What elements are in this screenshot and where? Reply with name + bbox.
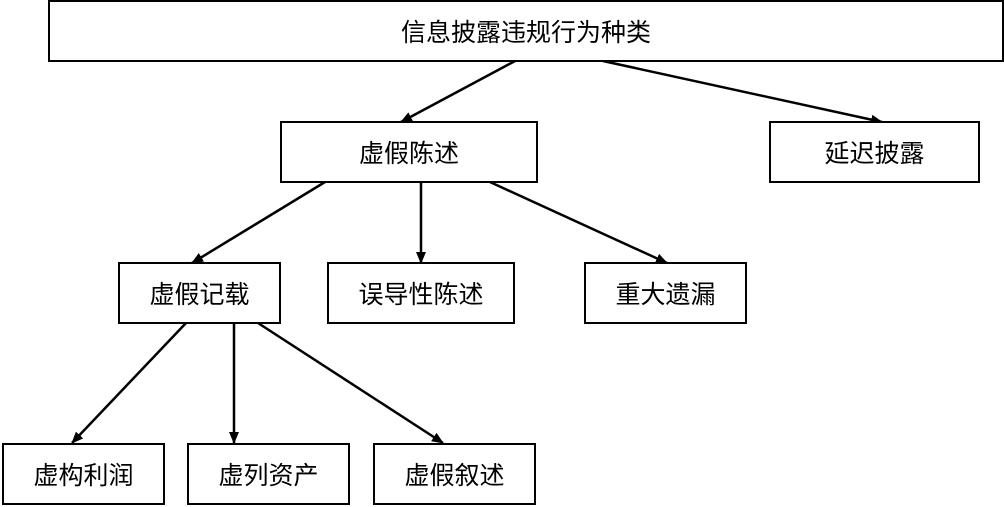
node-misleading-statement: 误导性陈述 bbox=[327, 262, 515, 324]
node-false-statement: 虚假陈述 bbox=[280, 121, 538, 183]
node-false-record: 虚假记载 bbox=[118, 262, 281, 324]
arrow-root-to-false-statement bbox=[400, 59, 516, 124]
arrow-root-to-delayed-disclosure bbox=[602, 59, 883, 125]
root-node: 信息披露违规行为种类 bbox=[48, 0, 1004, 62]
arrow-false-record-to-false-narrative bbox=[257, 321, 444, 445]
arrow-false-statement-to-major-omission bbox=[489, 180, 668, 265]
node-false-narrative: 虚假叙述 bbox=[373, 443, 536, 505]
arrow-false-record-to-fictitious-profit bbox=[71, 322, 187, 444]
arrow-false-statement-to-false-record bbox=[191, 180, 326, 265]
node-delayed-disclosure: 延迟披露 bbox=[769, 121, 980, 183]
node-fictitious-profit: 虚构利润 bbox=[2, 443, 165, 505]
node-major-omission: 重大遗漏 bbox=[584, 262, 747, 324]
node-false-assets: 虚列资产 bbox=[187, 443, 350, 505]
